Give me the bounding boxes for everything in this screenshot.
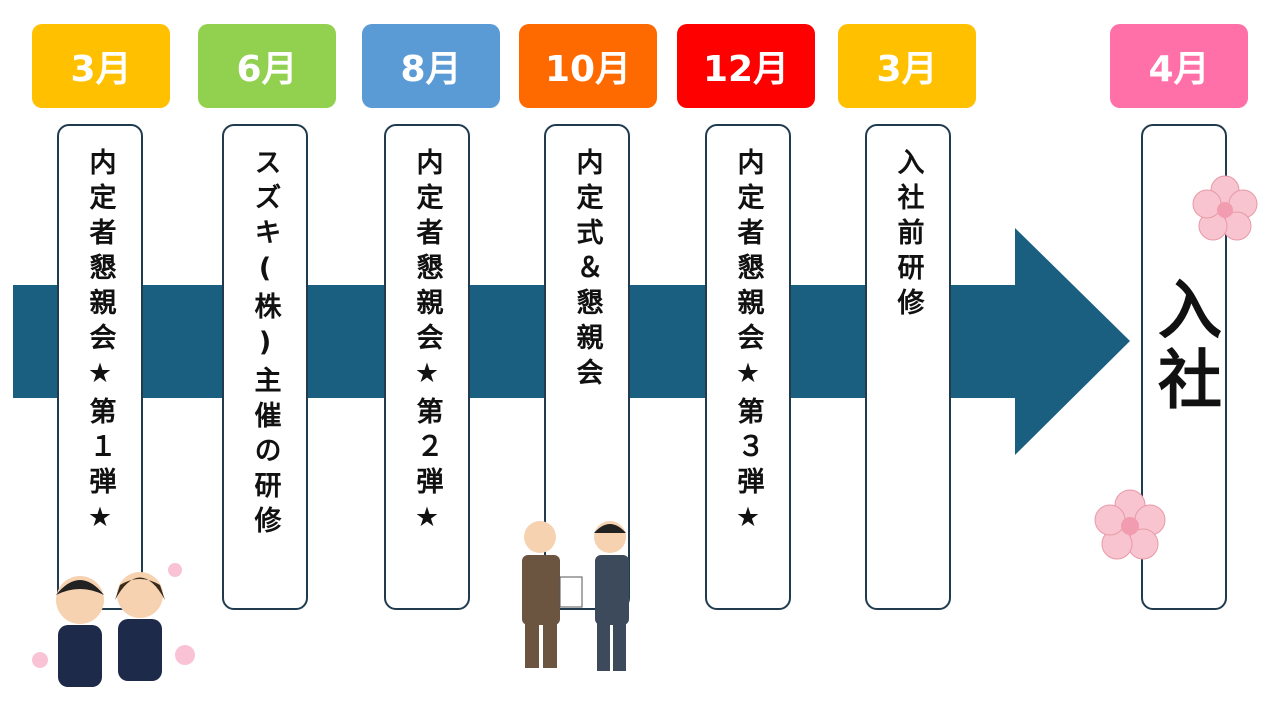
month-badge-3: 8月 [362,24,500,108]
event-card-3: 内定者懇親会★第２弾★ [384,124,470,610]
month-badge-7: 4月 [1110,24,1248,108]
event-label: 内定者懇親会★第３弾★ [732,148,764,541]
event-card-6: 入社前研修 [865,124,951,610]
students-illustration [32,563,195,687]
event-label: スズキ(株)主催の研修 [249,148,281,541]
cherry-blossom-icon [1192,175,1258,241]
handshake-illustration [522,521,629,671]
event-label: 入社前研修 [892,148,924,323]
month-badge-2: 6月 [198,24,336,108]
event-label: 内定者懇親会★第２弾★ [411,148,443,541]
month-badge-4: 10月 [519,24,657,108]
event-label: 内定者懇親会★第１弾★ [84,148,116,541]
month-badge-6: 3月 [838,24,976,108]
month-badge-5: 12月 [677,24,815,108]
event-label: 入社 [1147,276,1221,416]
month-badge-1: 3月 [32,24,170,108]
event-label: 内定式＆懇親会 [571,148,603,393]
event-card-1: 内定者懇親会★第１弾★ [57,124,143,610]
cherry-blossom-icon [1094,489,1166,560]
event-card-5: 内定者懇親会★第３弾★ [705,124,791,610]
event-card-2: スズキ(株)主催の研修 [222,124,308,610]
